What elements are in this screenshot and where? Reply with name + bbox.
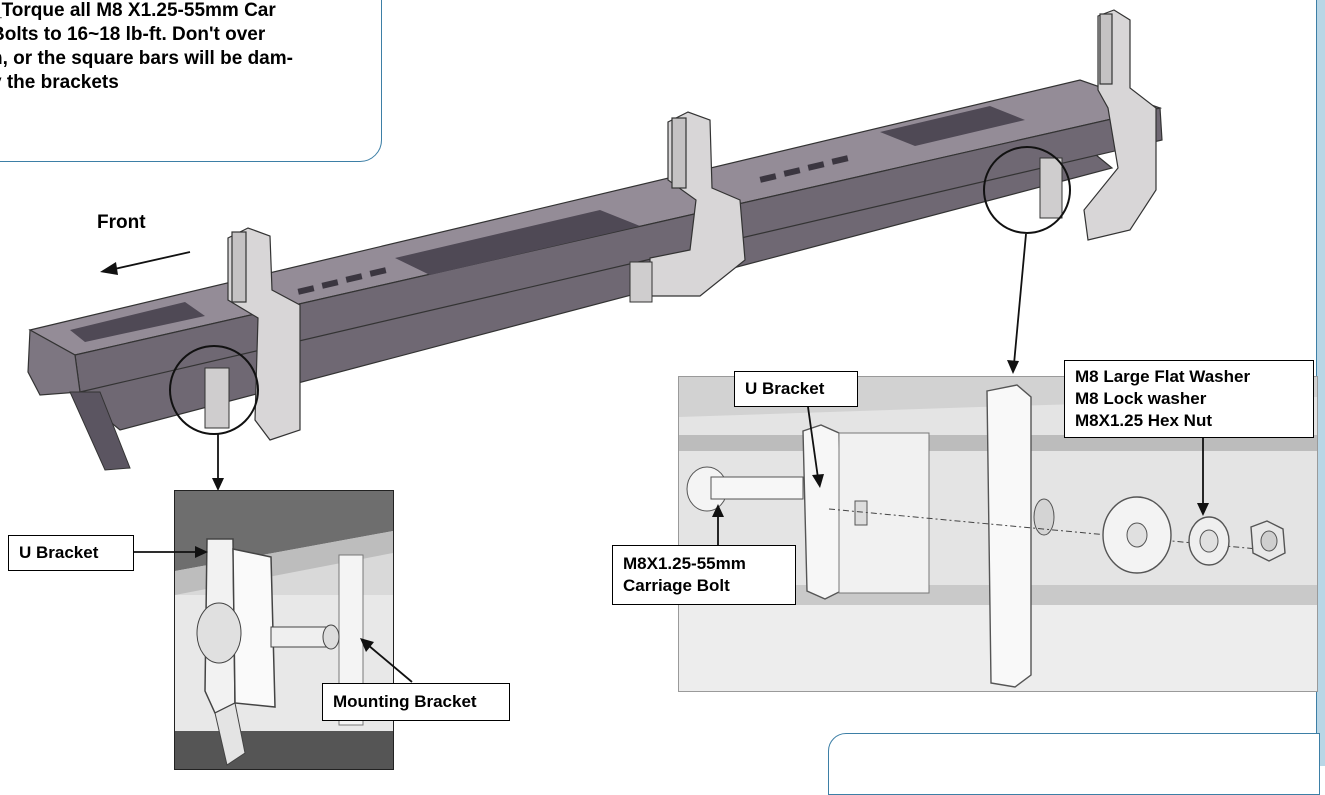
carriage-bolt-callout: M8X1.25-55mm Carriage Bolt [612,545,796,605]
u-bracket-left-callout: U Bracket [8,535,134,571]
torque-note-line-3: n, or the square bars will be dam- [0,48,293,69]
u-bracket-right-callout: U Bracket [734,371,858,407]
left-detail-illustration [175,491,393,769]
hardware-callout: M8 Large Flat Washer M8 Lock washer M8X1… [1064,360,1314,438]
u-bracket-small-left [204,367,230,429]
u-bracket-small-middle [629,261,653,303]
left-detail-pointer-head [212,478,224,491]
mounting-bracket-middle [649,111,746,297]
torque-note-box: _Torque all M8 X1.25-55mm Car Bolts to 1… [0,0,382,162]
mounting-bracket-right [1083,9,1157,241]
detail-circle-left [169,345,259,435]
torque-note-line-4: y the brackets [0,72,119,93]
hardware-line-2: M8 Lock washer [1075,389,1207,408]
torque-note-line-1: _Torque all M8 X1.25-55mm Car [0,0,276,21]
detail-circle-right [983,146,1071,234]
right-detail-illustration [679,377,1317,691]
next-step-box [828,733,1320,795]
hardware-line-1: M8 Large Flat Washer [1075,367,1251,386]
front-arrow-line [109,251,191,271]
left-detail-photo [174,490,394,770]
front-label: Front [97,212,146,233]
tread-opening-3 [880,106,1025,146]
right-detail-pointer-head [1007,360,1019,374]
carriage-bolt-line-2: Carriage Bolt [623,576,730,595]
carriage-bolt-line-1: M8X1.25-55mm [623,554,746,573]
front-brace [69,391,131,471]
tread-slots [297,155,849,295]
end-cap [27,329,81,396]
torque-note-line-2: Bolts to 16~18 lb-ft. Don't over [0,24,266,45]
tread-opening-1 [70,302,205,342]
front-arrow-head [100,262,118,275]
mounting-bracket-left [227,227,301,441]
mounting-bracket-callout: Mounting Bracket [322,683,510,721]
right-detail-pointer [1013,233,1027,365]
hardware-line-3: M8X1.25 Hex Nut [1075,411,1212,430]
tread-opening-2 [395,210,640,275]
u-bracket-small-right [1039,157,1063,219]
right-detail-photo [678,376,1318,692]
step-bar-assembly-drawing [27,9,1163,491]
